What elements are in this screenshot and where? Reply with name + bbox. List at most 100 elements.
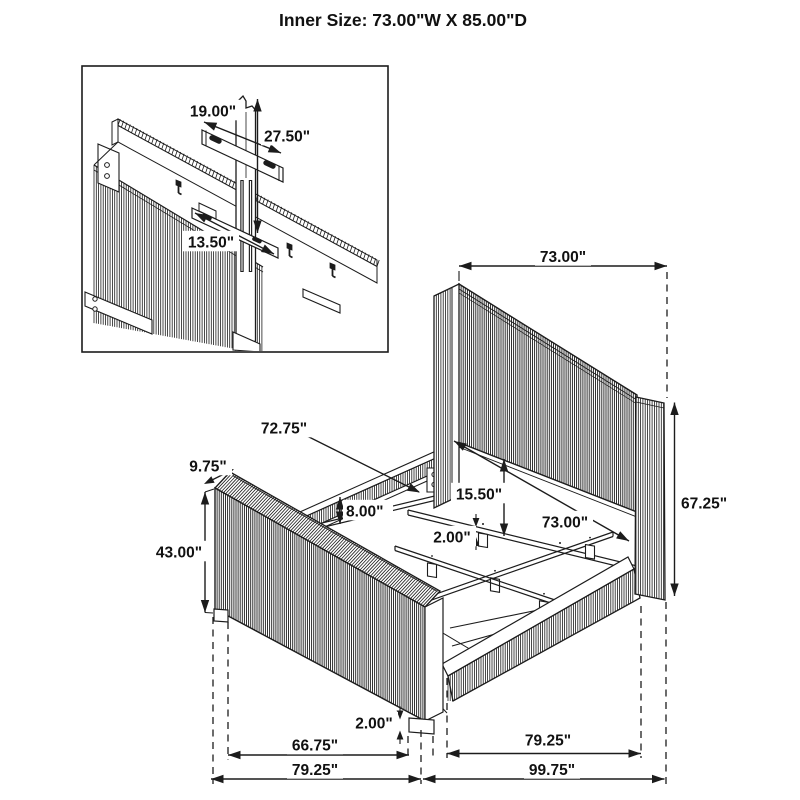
rib-line	[365, 557, 382, 574]
rib-line	[326, 534, 342, 552]
rib-line	[338, 541, 355, 559]
rib-texture	[117, 118, 380, 267]
rib-line	[295, 215, 299, 223]
rib-line	[386, 569, 403, 586]
rib-line	[272, 203, 276, 210]
arrowhead	[670, 402, 679, 415]
rib-line	[256, 495, 273, 513]
rib-line	[221, 175, 225, 183]
rib-line	[174, 149, 178, 157]
rib-texture	[214, 488, 426, 721]
rib-line	[233, 482, 250, 499]
dim-footboard-width-label: 79.25"	[292, 762, 338, 779]
arrowhead	[261, 244, 274, 254]
rib-line	[317, 530, 334, 547]
rib-line	[319, 228, 323, 236]
rib-line	[275, 506, 292, 523]
rib-line	[414, 584, 430, 602]
rib-line	[269, 201, 272, 209]
arrowhead	[228, 750, 241, 760]
dim-overall-length-label: 99.75"	[529, 762, 575, 779]
headboard-left-post	[433, 282, 460, 510]
rib-line	[326, 232, 330, 240]
rib-line	[336, 237, 340, 245]
rib-line	[184, 155, 188, 163]
rib-line	[171, 148, 175, 155]
rib-line	[344, 545, 361, 563]
rib-line	[420, 588, 437, 605]
inset-detail: 19.00" 27.50" 13.50"	[81, 65, 389, 353]
arrowhead	[628, 749, 641, 758]
rib-line	[198, 162, 202, 170]
rib-line	[144, 133, 148, 141]
arrowhead	[335, 511, 345, 524]
rib-line	[290, 514, 306, 532]
extension-lines	[212, 602, 667, 784]
dim-rail-to-slat-label: 8.00"	[346, 504, 384, 521]
rib-line	[246, 489, 262, 507]
label-bg	[678, 491, 736, 513]
rib-line	[329, 234, 333, 242]
rib-line	[158, 140, 161, 148]
dimensions: 73.00" 67.25" 15.50" 73.00" 2.00" 8.00" …	[151, 245, 736, 784]
arrowhead	[459, 261, 472, 271]
rib-line	[164, 144, 168, 152]
dim-overall-length: 99.75"	[423, 758, 665, 784]
rib-line	[284, 511, 300, 528]
rib-line	[228, 179, 232, 187]
rib-line	[229, 480, 245, 497]
rib-line	[216, 472, 233, 490]
arrowhead	[454, 441, 467, 451]
dim-panel-clearance: 15.50"	[451, 459, 509, 536]
rib-line	[218, 173, 222, 181]
label-bg	[350, 711, 398, 733]
rib-texture	[447, 569, 634, 701]
rib-line	[271, 503, 287, 521]
rib-line	[225, 177, 229, 185]
dim-side-span-label: 79.25"	[525, 733, 571, 750]
dim-side-rail-length-label: 72.75"	[261, 421, 307, 438]
rib-texture	[214, 471, 441, 608]
rib-line	[361, 555, 378, 572]
dim-feet-span-label: 66.75"	[292, 738, 338, 755]
rib-line	[378, 564, 395, 582]
rib-line	[363, 556, 380, 573]
dim-headboard-width: 73.00"	[458, 245, 668, 398]
dim-slat-thickness-label: 2.00"	[433, 530, 471, 547]
rib-line	[252, 493, 269, 510]
rib-line	[121, 120, 124, 128]
rib-line	[275, 204, 279, 212]
label-bg	[183, 230, 239, 252]
rib-line	[218, 474, 235, 491]
rib-line	[322, 230, 326, 238]
rib-line	[188, 157, 192, 165]
rib-line	[359, 250, 363, 258]
arrowhead	[447, 749, 460, 758]
rib-line	[205, 166, 209, 174]
rib-line	[395, 574, 411, 591]
rib-line	[292, 214, 296, 221]
rib-line	[319, 531, 336, 548]
dim-bracket-width: 19.00"	[185, 99, 282, 154]
rib-line	[306, 221, 309, 229]
label-bg	[537, 510, 593, 532]
dim-inner-width-label: 73.00"	[542, 515, 588, 532]
rib-line	[254, 494, 271, 511]
rib-line	[399, 576, 416, 593]
arrowhead	[654, 261, 667, 271]
arrowhead	[253, 220, 262, 233]
label-bg	[520, 728, 576, 750]
rib-line	[231, 481, 248, 498]
rib-line	[137, 129, 141, 137]
rib-line	[376, 259, 380, 267]
arrowhead	[616, 531, 629, 541]
rib-line	[372, 561, 388, 578]
rib-line	[208, 168, 212, 176]
arrowhead	[396, 710, 404, 720]
label-bg	[151, 540, 207, 562]
rib-line	[151, 137, 155, 144]
rib-line	[279, 206, 283, 214]
arrowhead	[670, 583, 679, 596]
rib-line	[299, 217, 303, 225]
